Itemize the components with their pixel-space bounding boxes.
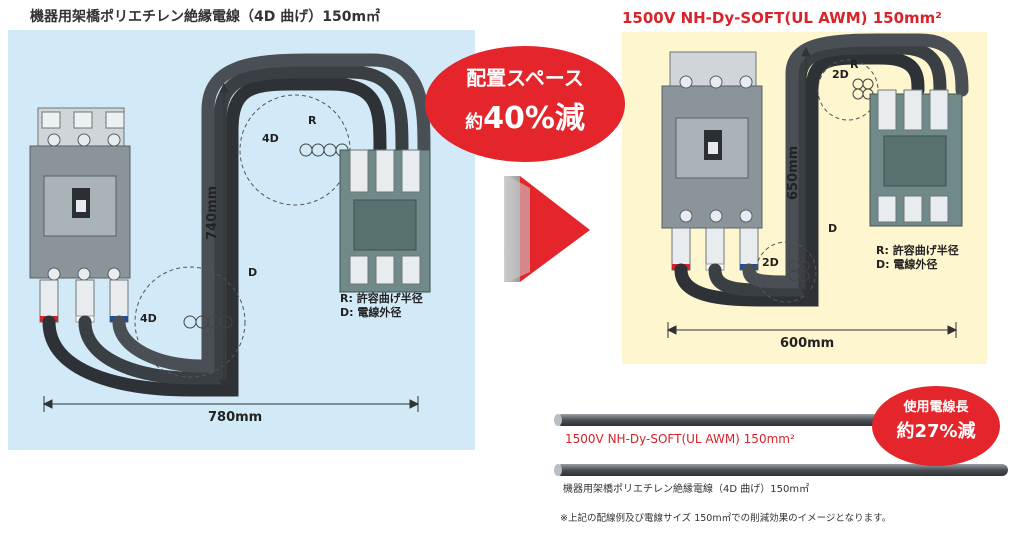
old-cable-bar <box>556 464 1008 476</box>
right-height-dimension: 650mm <box>786 145 801 200</box>
right-bend-label-bottom: 2D <box>762 256 779 269</box>
left-breaker <box>29 107 131 323</box>
left-cables <box>42 53 431 397</box>
left-bend-circle-top <box>239 94 351 206</box>
left-radius-label: R <box>308 114 317 127</box>
right-legend-r: R: 許容曲げ半径 <box>876 244 959 257</box>
right-cable-cross-sections <box>788 78 874 282</box>
left-dimensions <box>42 82 420 412</box>
left-legend-r: R: 許容曲げ半径 <box>340 292 423 305</box>
space-reduction-badge: 配置スペース 約40%減 <box>425 46 625 162</box>
new-cable-label: 1500V NH-Dy-SOFT(UL AWM) 150mm² <box>565 432 795 446</box>
left-contactor <box>339 149 431 293</box>
right-bend-label-top: 2D <box>832 68 849 81</box>
left-d-label: D <box>248 266 258 279</box>
right-title: 1500V NH-Dy-SOFT(UL AWM) 150mm² <box>622 9 942 27</box>
right-breaker <box>661 51 763 271</box>
length-badge-line1: 使用電線長 <box>903 400 969 415</box>
space-badge-line1: 配置スペース <box>466 66 584 90</box>
length-reduction-badge: 使用電線長 約27%減 <box>872 386 1000 466</box>
old-cable-label: 機器用架橋ポリエチレン絶縁電線（4D 曲げ）150m㎡ <box>563 484 810 495</box>
left-width-dimension: 780mm <box>208 410 263 425</box>
left-legend: R: 許容曲げ半径 D: 電線外径 <box>340 292 423 320</box>
right-cables <box>674 33 969 307</box>
left-bend-circle-bottom <box>134 266 246 378</box>
space-badge-prefix: 約 <box>465 112 484 133</box>
space-badge-value: 40%減 <box>483 101 585 136</box>
length-badge-line2: 約27%減 <box>896 421 976 442</box>
space-badge-line2: 約40%減 <box>425 93 625 137</box>
right-legend: R: 許容曲げ半径 D: 電線外径 <box>876 244 959 272</box>
transition-arrow <box>504 176 590 282</box>
right-width-dimension: 600mm <box>780 336 835 351</box>
left-bend-label-bottom: 4D <box>140 312 157 325</box>
left-title: 機器用架橋ポリエチレン絶縁電線（4D 曲げ）150m㎡ <box>30 9 381 25</box>
right-d-label: D <box>828 222 838 235</box>
footnote: ※上記の配線例及び電線サイズ 150m㎡での削減効果のイメージとなります。 <box>560 513 892 524</box>
right-bend-circle-bottom <box>755 241 817 303</box>
left-legend-d: D: 電線外径 <box>340 306 402 319</box>
right-contactor <box>869 89 963 227</box>
cable-length-comparison <box>554 414 1008 476</box>
left-height-dimension: 740mm <box>205 185 220 240</box>
left-bend-label-top: 4D <box>262 132 279 145</box>
right-dimensions <box>666 46 958 338</box>
right-legend-d: D: 電線外径 <box>876 258 938 271</box>
new-cable-bar <box>556 414 886 426</box>
right-radius-label: R <box>850 58 859 71</box>
